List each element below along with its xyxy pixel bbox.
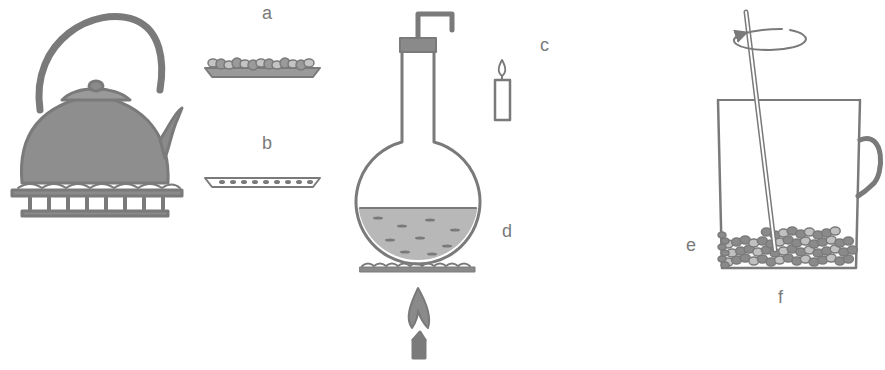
- sediment-grain: [830, 227, 840, 235]
- sediment-grain: [718, 232, 726, 238]
- part-letter: a: [262, 4, 272, 22]
- sediment-grain: [721, 262, 729, 268]
- part-letter: f: [778, 288, 783, 306]
- burner-leg: [142, 198, 146, 209]
- liquid-mark: [397, 225, 407, 228]
- sediment-grain: [721, 250, 729, 256]
- part-letter: c: [540, 36, 549, 54]
- cup: [718, 12, 881, 268]
- liquid-mark: [415, 237, 425, 240]
- burner-leg: [66, 198, 70, 209]
- burner-leg: [28, 198, 32, 209]
- grain: [241, 180, 247, 184]
- grain: [252, 180, 258, 184]
- burner-leg: [123, 198, 127, 209]
- grain: [219, 180, 225, 184]
- lump: [304, 59, 314, 67]
- grain: [274, 180, 280, 184]
- sediment-grain: [718, 244, 726, 250]
- liquid-mark: [400, 251, 410, 254]
- burner-leg: [161, 198, 165, 209]
- sediment-grain: [721, 238, 729, 244]
- sediment-grain: [847, 246, 857, 254]
- grain: [307, 180, 313, 184]
- liquid-mark: [385, 239, 395, 242]
- grain: [296, 180, 302, 184]
- sediment-grain: [843, 237, 853, 245]
- part-letter: d: [502, 222, 512, 240]
- sediment-grain: [718, 256, 726, 262]
- liquid-mark: [373, 217, 383, 220]
- burner-leg: [85, 198, 89, 209]
- dish-a: [205, 58, 320, 77]
- burner-leg: [104, 198, 108, 209]
- flask: [356, 14, 480, 358]
- liquid-mark: [425, 219, 435, 222]
- grain: [263, 180, 269, 184]
- grain: [230, 180, 236, 184]
- dish-b: [205, 178, 320, 187]
- kettle: [21, 17, 182, 183]
- part-letter: e: [686, 236, 696, 254]
- burner-leg: [47, 198, 51, 209]
- liquid-mark: [427, 253, 437, 256]
- grain: [285, 180, 291, 184]
- candle: [495, 60, 510, 120]
- part-letter: b: [262, 134, 272, 152]
- gas-stove: [12, 184, 182, 216]
- liquid-mark: [450, 229, 460, 232]
- liquid-mark: [442, 245, 452, 248]
